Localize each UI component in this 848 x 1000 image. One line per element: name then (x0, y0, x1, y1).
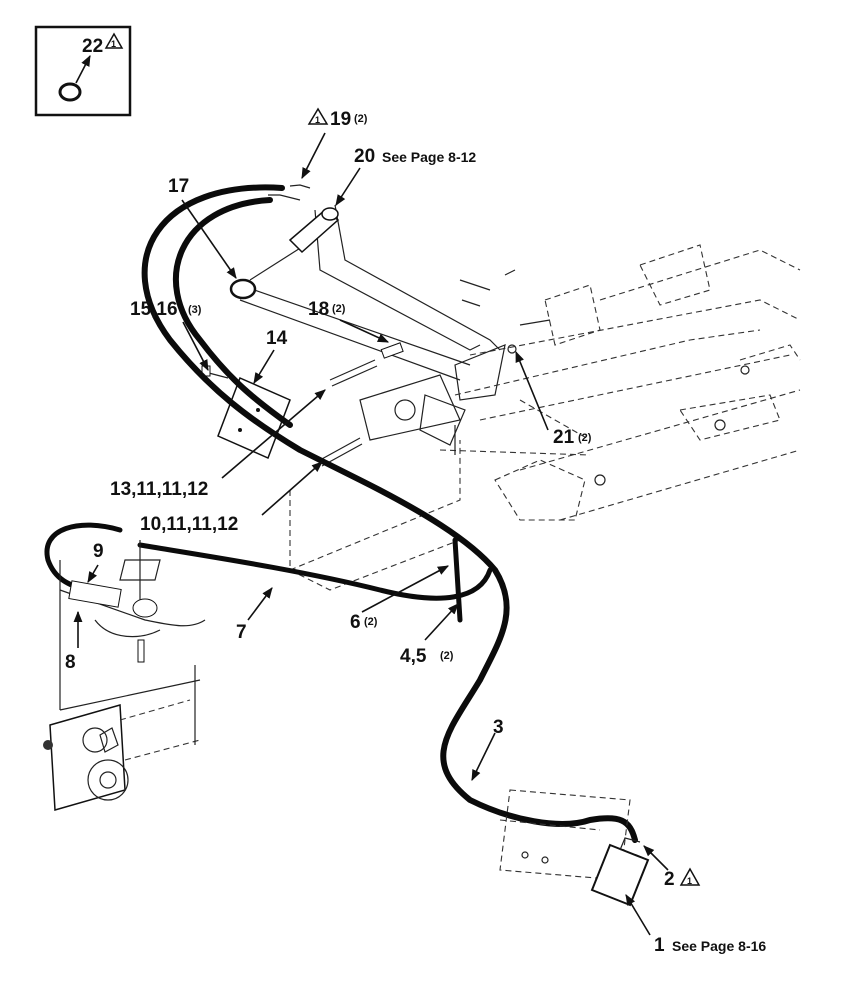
callout-20: 20 See Page 8-12 (354, 146, 476, 167)
callout-6: 6 (2) (350, 612, 378, 633)
svg-text:(3): (3) (188, 304, 202, 316)
leader-lines (73, 132, 669, 936)
callout-4-5: 4,5 (2) (400, 646, 454, 667)
callout-9: 9 (93, 541, 104, 562)
svg-text:15,16: 15,16 (130, 299, 178, 320)
svg-text:(2): (2) (364, 616, 378, 628)
svg-text:See Page 8-16: See Page 8-16 (672, 938, 766, 954)
svg-text:20: 20 (354, 146, 375, 167)
svg-text:(2): (2) (440, 650, 454, 662)
cylinder-assembly (229, 184, 340, 300)
svg-text:19: 19 (330, 109, 351, 130)
callout-21: 21 (2) (553, 427, 592, 448)
warning-triangle-icon: 1 (679, 867, 701, 886)
svg-text:1: 1 (687, 876, 692, 886)
callout-3: 3 (493, 717, 504, 738)
filter-canister-icon (590, 843, 650, 907)
svg-text:1: 1 (654, 935, 665, 956)
machine-frame (289, 244, 801, 591)
inset-box: 22 1 (34, 25, 132, 117)
svg-text:1: 1 (111, 39, 116, 49)
callout-17: 17 (168, 176, 189, 197)
valve-block (499, 789, 650, 907)
callout-7: 7 (236, 622, 247, 643)
svg-text:(2): (2) (332, 303, 346, 315)
callout-13-11-11-12: 13,11,11,12 (110, 479, 208, 500)
callout-15-16: 15,16 (3) (130, 299, 202, 320)
mounting-bracket (239, 204, 506, 446)
pivot-eye-icon (229, 278, 257, 300)
warning-triangle-icon: 1 (104, 32, 124, 49)
warning-triangle-icon: 1 (307, 107, 329, 125)
svg-text:1: 1 (315, 115, 320, 125)
callout-19: 1 19 (2) (307, 107, 368, 130)
svg-text:21: 21 (553, 427, 575, 448)
svg-text:2: 2 (664, 869, 675, 890)
svg-text:18: 18 (308, 299, 329, 320)
o-ring-icon (58, 82, 82, 102)
svg-text:4,5: 4,5 (400, 646, 427, 667)
callout-18: 18 (2) (308, 299, 346, 320)
callout-1: 1 See Page 8-16 (654, 935, 766, 956)
callout-2: 2 1 (664, 867, 701, 890)
svg-text:6: 6 (350, 612, 361, 633)
callout-14: 14 (266, 328, 288, 349)
svg-text:(2): (2) (354, 113, 368, 125)
hoses (44, 184, 638, 843)
pump-assembly (43, 540, 206, 811)
callout-8: 8 (65, 652, 76, 673)
callout-10-11-11-12: 10,11,11,12 (140, 514, 238, 535)
svg-text:(2): (2) (578, 432, 592, 444)
inset-callout-num: 22 (82, 36, 103, 57)
svg-text:See Page 8-12: See Page 8-12 (382, 149, 476, 165)
